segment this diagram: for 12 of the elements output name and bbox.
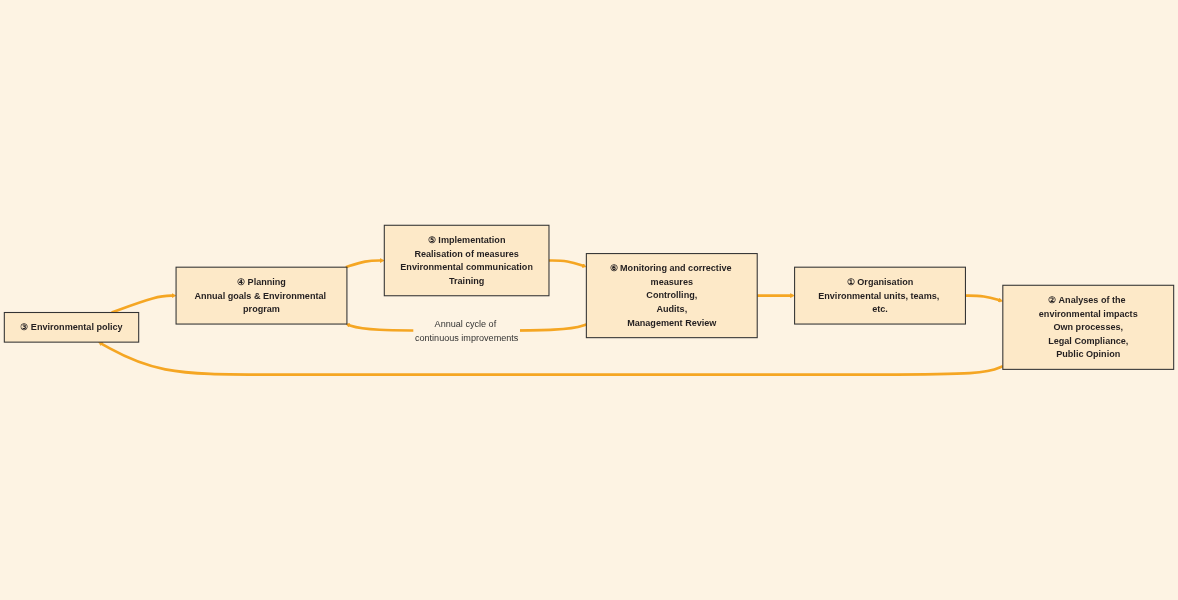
node-box: ⑥ Monitoring and corrective measures Controlling, Audits, Management Review: [585, 253, 758, 339]
arrow: [549, 259, 587, 268]
node-box: ① Organisation Environmental units, teams, etc.: [794, 266, 966, 325]
node-box: ④ Planning Annual goals & Environmental program: [175, 266, 348, 325]
edge-label: Annual cycle of continuous improvements: [414, 318, 519, 343]
node-box: ③ Environmental policy: [3, 312, 140, 343]
arrow: [111, 293, 177, 314]
node-box: ② Analyses of the environmental impacts Own processes, Legal Compliance, Public Opinion: [1002, 284, 1175, 370]
arrow: [757, 293, 795, 299]
arrow: [98, 342, 1004, 376]
arrow: [345, 258, 385, 269]
node-box: ⑤ Implementation Realisation of measures Environmental communication Training: [383, 224, 550, 297]
